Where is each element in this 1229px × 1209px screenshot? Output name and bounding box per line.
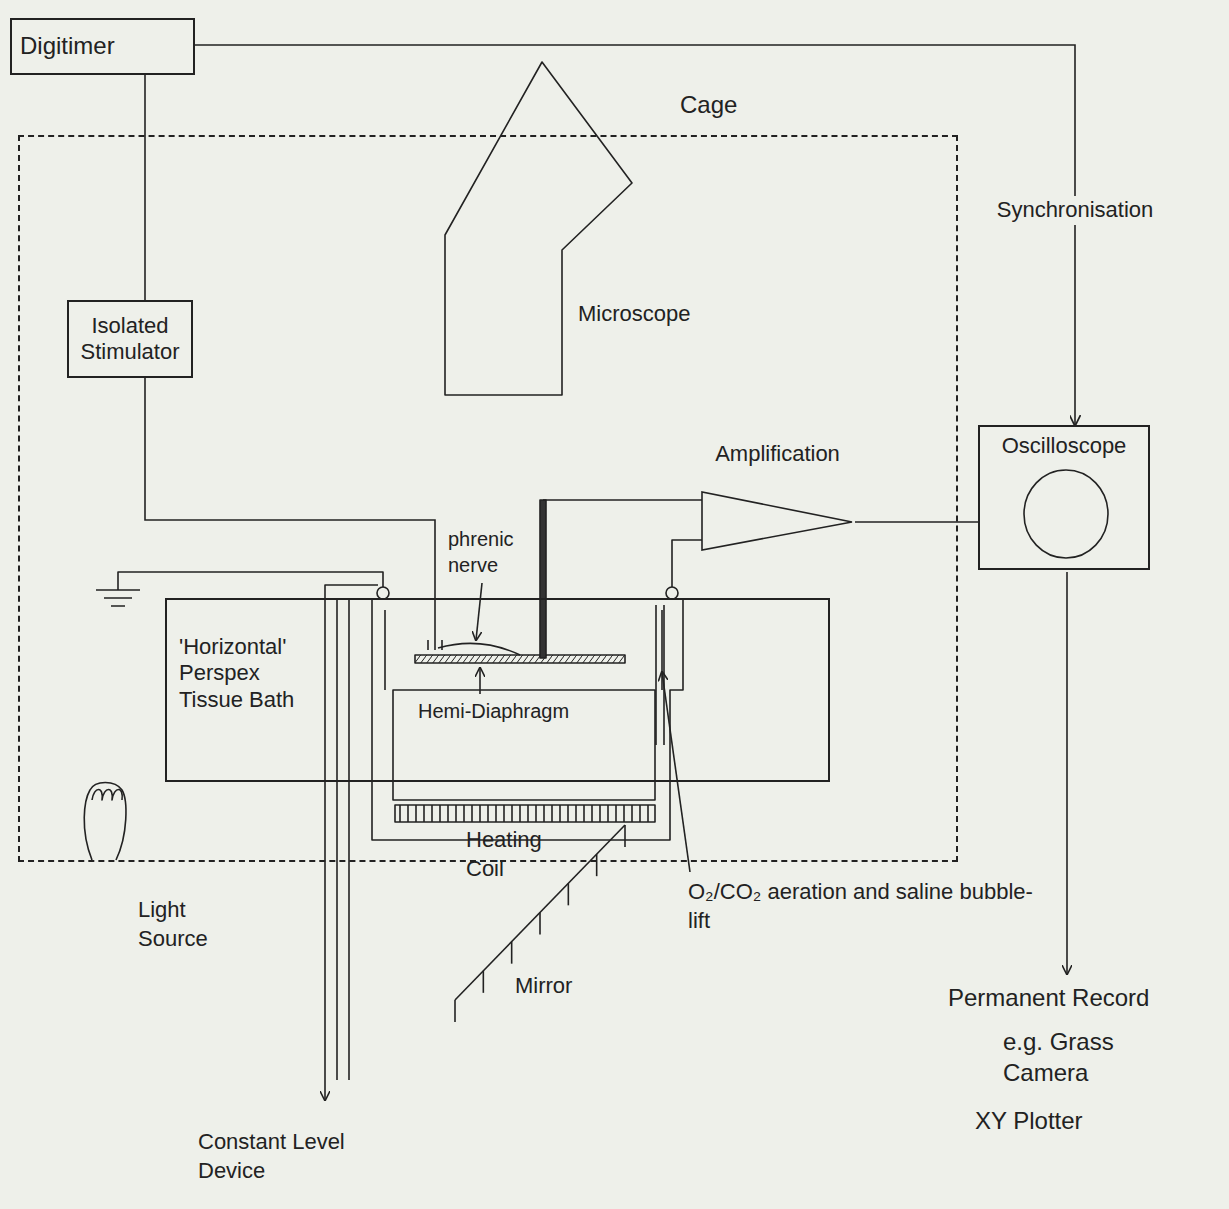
- coil-winding: [623, 805, 625, 822]
- part-label: phrenic nerve: [448, 526, 528, 578]
- mirror-hatch: [596, 854, 598, 876]
- mirror: [455, 825, 625, 1000]
- recording-electrode: [540, 500, 546, 658]
- mirror-hatch: [624, 825, 626, 847]
- heating-coil: [395, 805, 655, 822]
- oscilloscope-box: Oscilloscope: [978, 425, 1150, 570]
- mirror-hatch: [511, 942, 513, 964]
- part-label: Hemi-Diaphragm: [418, 698, 569, 724]
- ground-symbol: [96, 590, 140, 606]
- coil-winding: [535, 805, 537, 822]
- part-label: XY Plotter: [975, 1105, 1083, 1136]
- coil-winding: [543, 805, 545, 822]
- part-label: O₂/CO₂ aeration and saline bubble-lift: [688, 878, 1038, 935]
- cage-region: CageIsolated Stimulator'Horizontal' Pers…: [18, 135, 958, 862]
- coil-winding: [495, 805, 497, 822]
- coil-winding: [447, 805, 449, 822]
- amplifier-triangle: [700, 490, 855, 552]
- coil-winding: [455, 805, 457, 822]
- hemi-diaphragm-strip: [415, 655, 625, 663]
- coil-winding: [527, 805, 529, 822]
- coil-winding: [575, 805, 577, 822]
- node-text: Isolated Stimulator: [77, 313, 183, 366]
- oscilloscope-screen: [1024, 470, 1108, 558]
- coil-winding: [551, 805, 553, 822]
- coil-winding: [407, 805, 409, 822]
- connector-line: [855, 521, 978, 523]
- mirror-hatch: [568, 883, 570, 905]
- connector-line: [145, 378, 435, 598]
- coil-winding: [639, 805, 641, 822]
- coil-winding: [439, 805, 441, 822]
- part-label: e.g. Grass Camera: [1003, 1026, 1133, 1088]
- connector-line: [195, 45, 1075, 425]
- mirror-hatch: [539, 913, 541, 935]
- leader-line: [476, 583, 482, 640]
- coil-winding: [647, 805, 649, 822]
- light-bulb: [84, 783, 126, 861]
- part-label: Light Source: [138, 896, 228, 953]
- ground-wire: [118, 572, 383, 590]
- amplifier: Amplification: [700, 435, 855, 552]
- diaphragm-chamber: [393, 690, 655, 800]
- record-arrow: [1066, 572, 1068, 974]
- mirror-hatch: [454, 1000, 456, 1022]
- coil-winding: [463, 805, 465, 822]
- inner-well-wall: [385, 610, 662, 690]
- aeration-leader: [662, 672, 690, 872]
- amplifier-input-wire: [672, 540, 702, 587]
- part-label: Microscope: [578, 300, 690, 329]
- node-text: Amplification: [715, 441, 840, 467]
- node-text: Cage: [680, 91, 737, 120]
- bulb-filament: [92, 790, 122, 801]
- timer-box: Digitimer: [10, 18, 195, 75]
- amplifier-outline: [702, 492, 852, 550]
- node-text: 'Horizontal' Perspex Tissue Bath: [179, 634, 319, 713]
- constant-level-pipe: [348, 598, 350, 1080]
- part-label: Mirror: [515, 972, 572, 1001]
- coil-winding: [479, 805, 481, 822]
- coil-winding: [591, 805, 593, 822]
- coil-winding: [423, 805, 425, 822]
- coil-winding: [471, 805, 473, 822]
- coil-winding: [519, 805, 521, 822]
- coil-winding: [487, 805, 489, 822]
- phrenic-nerve: [438, 643, 520, 655]
- coil-winding: [567, 805, 569, 822]
- coil-winding: [631, 805, 633, 822]
- coil-winding: [503, 805, 505, 822]
- stimulating-electrode: [428, 598, 442, 650]
- microscope-outline: [445, 62, 632, 395]
- part-label: Permanent Record: [948, 982, 1149, 1013]
- connector-line: [144, 75, 146, 300]
- amplifier-input-wire: [543, 499, 702, 501]
- coil-winding: [511, 805, 513, 822]
- coil-winding: [607, 805, 609, 822]
- part-label: Heating Coil: [466, 826, 556, 883]
- coil-winding: [559, 805, 561, 822]
- mirror-hatch: [483, 971, 485, 993]
- coil-winding: [399, 805, 401, 822]
- leader-line: [479, 668, 481, 694]
- node-text: Digitimer: [20, 32, 115, 61]
- bath-well: [372, 598, 683, 840]
- part-label: Constant Level Device: [198, 1128, 388, 1185]
- constant-level-pipe: [336, 598, 338, 1080]
- edge-label: Synchronisation: [994, 196, 1157, 225]
- coil-winding: [415, 805, 417, 822]
- stimulator-box: Isolated Stimulator: [67, 300, 193, 378]
- node-text: Oscilloscope: [1002, 433, 1127, 459]
- coil-winding: [431, 805, 433, 822]
- tissue-bath: 'Horizontal' Perspex Tissue Bath: [165, 598, 830, 782]
- constant-level-pipe: [325, 585, 378, 1100]
- coil-winding: [599, 805, 601, 822]
- coil-winding: [583, 805, 585, 822]
- coil-winding: [615, 805, 617, 822]
